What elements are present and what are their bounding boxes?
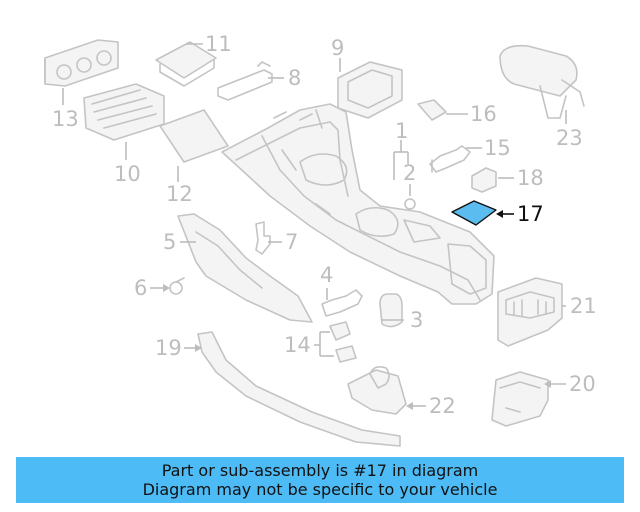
info-banner: Part or sub-assembly is #17 in diagram D… <box>16 457 624 503</box>
part-19-trim-rail <box>197 331 401 447</box>
part-5-side-panel <box>177 213 313 323</box>
callout-7: 7 <box>285 230 298 254</box>
part-22-shifter-base <box>347 366 407 415</box>
part-6-screw <box>169 277 185 295</box>
part-11-tray <box>155 41 217 87</box>
callout-13: 13 <box>52 107 79 131</box>
callout-14: 14 <box>284 333 311 357</box>
callout-8: 8 <box>288 66 301 90</box>
part-14-clips <box>329 321 357 363</box>
callout-11: 11 <box>205 32 232 56</box>
part-12-pad <box>159 109 229 163</box>
callout-16: 16 <box>470 102 497 126</box>
callout-18: 18 <box>517 166 544 190</box>
part-15-bracket <box>429 145 471 173</box>
banner-line-2: Diagram may not be specific to your vehi… <box>142 480 498 499</box>
part-20-rear-pocket <box>491 371 549 427</box>
callout-6: 6 <box>134 276 147 300</box>
part-21-rear-vent <box>497 277 563 347</box>
callout-9: 9 <box>331 36 344 60</box>
callout-5: 5 <box>163 230 176 254</box>
callout-23: 23 <box>556 126 583 150</box>
callout-15: 15 <box>484 136 511 160</box>
banner-line-1: Part or sub-assembly is #17 in diagram <box>161 461 479 480</box>
part-10-grille <box>83 83 165 141</box>
part-4-bracket <box>321 289 363 317</box>
part-18-bracket <box>471 167 497 193</box>
callout-10: 10 <box>114 162 141 186</box>
callout-12: 12 <box>166 182 193 206</box>
callout-19: 19 <box>155 336 182 360</box>
callout-1: 1 <box>395 119 408 143</box>
part-23-armrest <box>499 44 585 119</box>
callout-17: 17 <box>517 202 544 226</box>
callout-20: 20 <box>569 372 596 396</box>
callout-22: 22 <box>429 394 456 418</box>
callout-3: 3 <box>410 308 423 332</box>
part-9-shift-bezel <box>337 61 403 119</box>
part-3-cap <box>379 293 403 328</box>
part-8-trim-strip <box>217 61 273 101</box>
callout-21: 21 <box>570 294 597 318</box>
part-17-highlighted <box>451 200 497 226</box>
parts-diagram: 13 11 9 8 10 12 16 23 <box>44 32 597 447</box>
part-13-vent-panel <box>44 39 119 87</box>
callout-4: 4 <box>320 263 333 287</box>
part-16-clip <box>417 99 447 121</box>
part-7-clip <box>255 221 271 255</box>
console-assembly <box>221 103 495 305</box>
callout-2: 2 <box>403 161 416 185</box>
